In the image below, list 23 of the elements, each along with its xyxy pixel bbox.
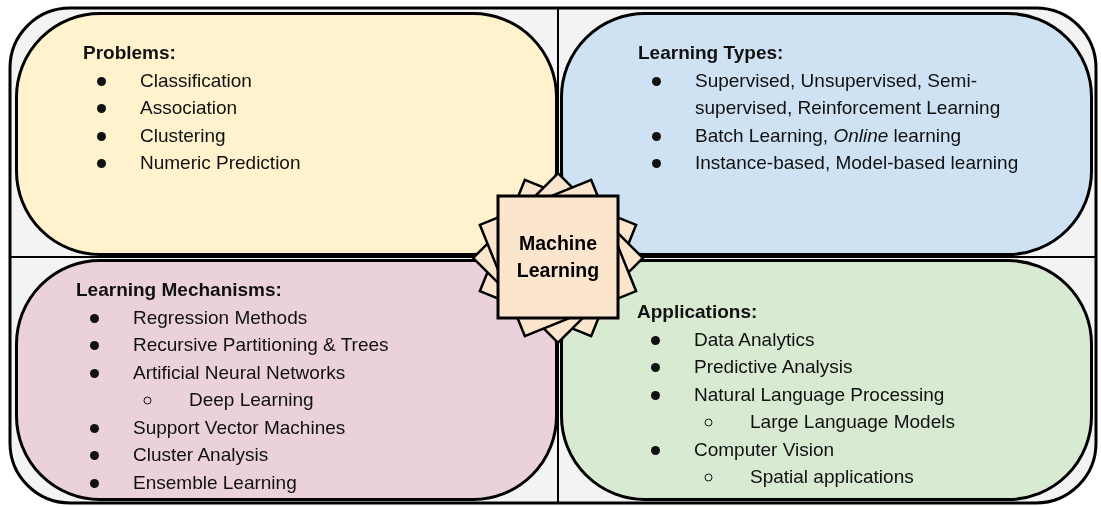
list-item: Recursive Partitioning & Trees (133, 331, 546, 359)
list-item: Natural Language Processing (694, 380, 1092, 408)
list-item: Support Vector Machines (133, 413, 546, 441)
list-item: Predictive Analysis (694, 353, 1092, 381)
list-item: Cluster Analysis (133, 441, 546, 469)
center-title: Machine Learning (515, 231, 601, 283)
list-item: Artificial Neural Networks (133, 358, 546, 386)
list-item: Classification (140, 66, 543, 94)
heading: Learning Types: (638, 41, 785, 65)
heading: Learning Mechanisms: (76, 278, 283, 302)
list-item: Ensemble Learning (133, 468, 546, 496)
heading: Applications: (637, 300, 759, 324)
list-item: Batch Learning, Online learning (695, 121, 1045, 149)
sub-list-item: Large Language Models (750, 408, 1092, 436)
heading: Problems: (83, 41, 177, 65)
list-item: Instance-based, Model-based learning (695, 149, 1045, 177)
list-item: Computer Vision (694, 435, 1092, 463)
list-item: Clustering (140, 121, 543, 149)
sub-list-item: Deep Learning (189, 386, 546, 414)
list-item: Association (140, 94, 543, 122)
list-item: Data Analytics (694, 325, 1092, 353)
sub-list-item: Spatial applications (750, 463, 1092, 491)
list-item: Numeric Prediction (140, 149, 543, 177)
